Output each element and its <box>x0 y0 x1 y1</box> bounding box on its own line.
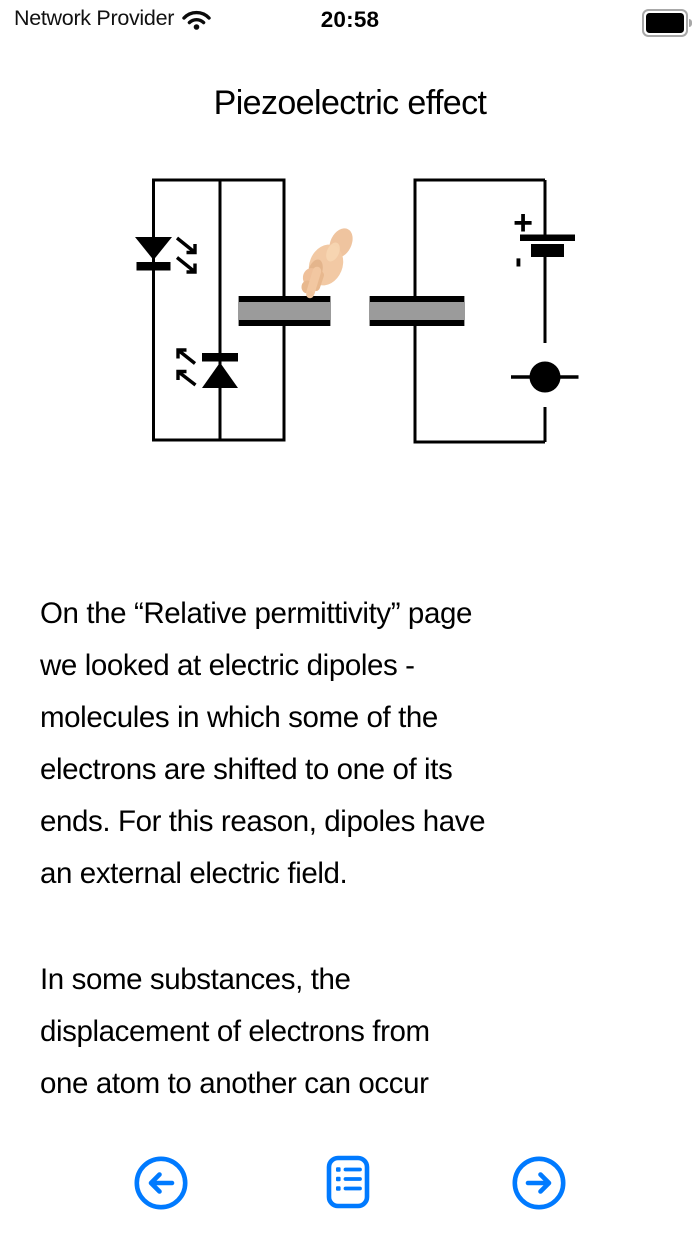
battery-plus-label: + <box>513 204 533 242</box>
led-bottom-icon <box>202 353 238 388</box>
text-line: electrons are shifted to one of its <box>40 753 453 786</box>
left-circuit <box>135 178 331 442</box>
clock: 20:58 <box>320 7 380 32</box>
text-line: displacement of electrons from <box>40 1015 430 1048</box>
battery-body <box>641 9 688 37</box>
back-button[interactable] <box>134 1156 188 1210</box>
text-line: one atom to another can occur <box>40 1067 429 1100</box>
battery-symbol: + - <box>503 204 575 268</box>
carrier-group: Network Provider <box>14 6 212 31</box>
contents-button[interactable] <box>326 1155 370 1209</box>
battery-icon <box>641 9 692 37</box>
paragraph-2: In some substances, the displacement of … <box>40 954 670 1110</box>
indicator-lamp-icon <box>511 361 579 393</box>
text-line: In some substances, the <box>40 963 351 996</box>
text-line: we looked at electric dipoles - <box>40 649 415 682</box>
piezo-element-right <box>369 296 465 326</box>
wifi-icon <box>182 10 211 30</box>
page-title: Piezoelectric effect <box>213 84 487 122</box>
arrow-left-circle-icon <box>134 1156 188 1210</box>
battery-tip <box>689 19 692 27</box>
forward-button[interactable] <box>512 1156 566 1210</box>
carrier-label: Network Provider <box>14 6 175 30</box>
status-bar: Network Provider 20:58 <box>0 0 700 44</box>
led-bottom-light-arrows-icon <box>176 348 197 387</box>
battery-minus-label: - <box>503 257 539 268</box>
led-top-light-arrows-icon <box>175 236 197 274</box>
battery-fill <box>645 13 684 33</box>
text-line: ends. For this reason, dipoles have <box>40 805 486 838</box>
pressing-hand-icon <box>301 228 353 299</box>
list-bullet-icon <box>326 1155 370 1209</box>
text-line: On the “Relative permittivity” page <box>40 597 472 630</box>
piezoelectric-diagram: + - <box>135 178 579 444</box>
right-circuit: + - <box>369 178 579 444</box>
paragraph-1: On the “Relative permittivity” page we l… <box>40 588 670 900</box>
text-line: an external electric field. <box>40 857 348 890</box>
piezo-element-left <box>238 296 331 326</box>
text-line: molecules in which some of the <box>40 701 438 734</box>
arrow-right-circle-icon <box>512 1156 566 1210</box>
led-top-icon <box>135 237 172 271</box>
